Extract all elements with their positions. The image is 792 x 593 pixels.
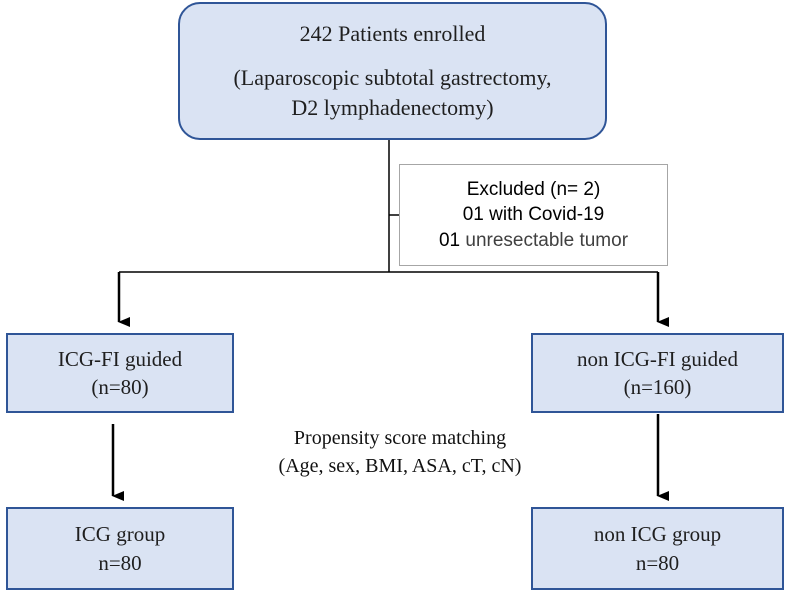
icg-group-label: ICG group — [74, 522, 166, 547]
enrolled-box: 242 Patients enrolled (Laparoscopic subt… — [178, 2, 607, 140]
excluded-tumor-text: 01 unresectable tumor — [439, 228, 628, 253]
non-icg-group-count: n=80 — [635, 550, 680, 575]
non-icg-fi-guided-label: non ICG-FI guided — [577, 346, 738, 371]
icg-fi-guided-box: ICG-FI guided (n=80) — [6, 333, 234, 413]
propensity-matching-covariates: (Age, sex, BMI, ASA, cT, cN) — [278, 455, 522, 477]
excluded-title: Excluded (n= 2) — [466, 179, 601, 201]
excluded-box: Excluded (n= 2) 01 with Covid-19 01 unre… — [399, 164, 668, 266]
icg-fi-guided-label: ICG-FI guided — [57, 346, 183, 371]
non-icg-fi-guided-box: non ICG-FI guided (n=160) — [531, 333, 784, 413]
propensity-matching-title: Propensity score matching — [293, 427, 507, 449]
excluded-tumor-count: 01 — [438, 229, 466, 251]
enrolled-procedure-text: (Laparoscopic subtotal gastrectomy, — [233, 65, 552, 91]
icg-fi-guided-count: (n=80) — [91, 375, 149, 399]
non-icg-group-box: non ICG group n=80 — [531, 507, 784, 590]
icg-group-box: ICG group n=80 — [6, 507, 234, 590]
excluded-covid-text: 01 with Covid-19 — [462, 204, 605, 226]
enrolled-procedure-text-2: D2 lymphadenectomy) — [291, 94, 494, 120]
icg-group-count: n=80 — [98, 550, 142, 575]
non-icg-fi-guided-count: (n=160) — [623, 375, 692, 399]
propensity-matching-label: Propensity score matching (Age, sex, BMI… — [240, 424, 560, 480]
excluded-tumor-reason: unresectable tumor — [465, 229, 629, 251]
enrolled-count-text: 242 Patients enrolled — [299, 21, 486, 47]
non-icg-group-label: non ICG group — [593, 522, 722, 547]
